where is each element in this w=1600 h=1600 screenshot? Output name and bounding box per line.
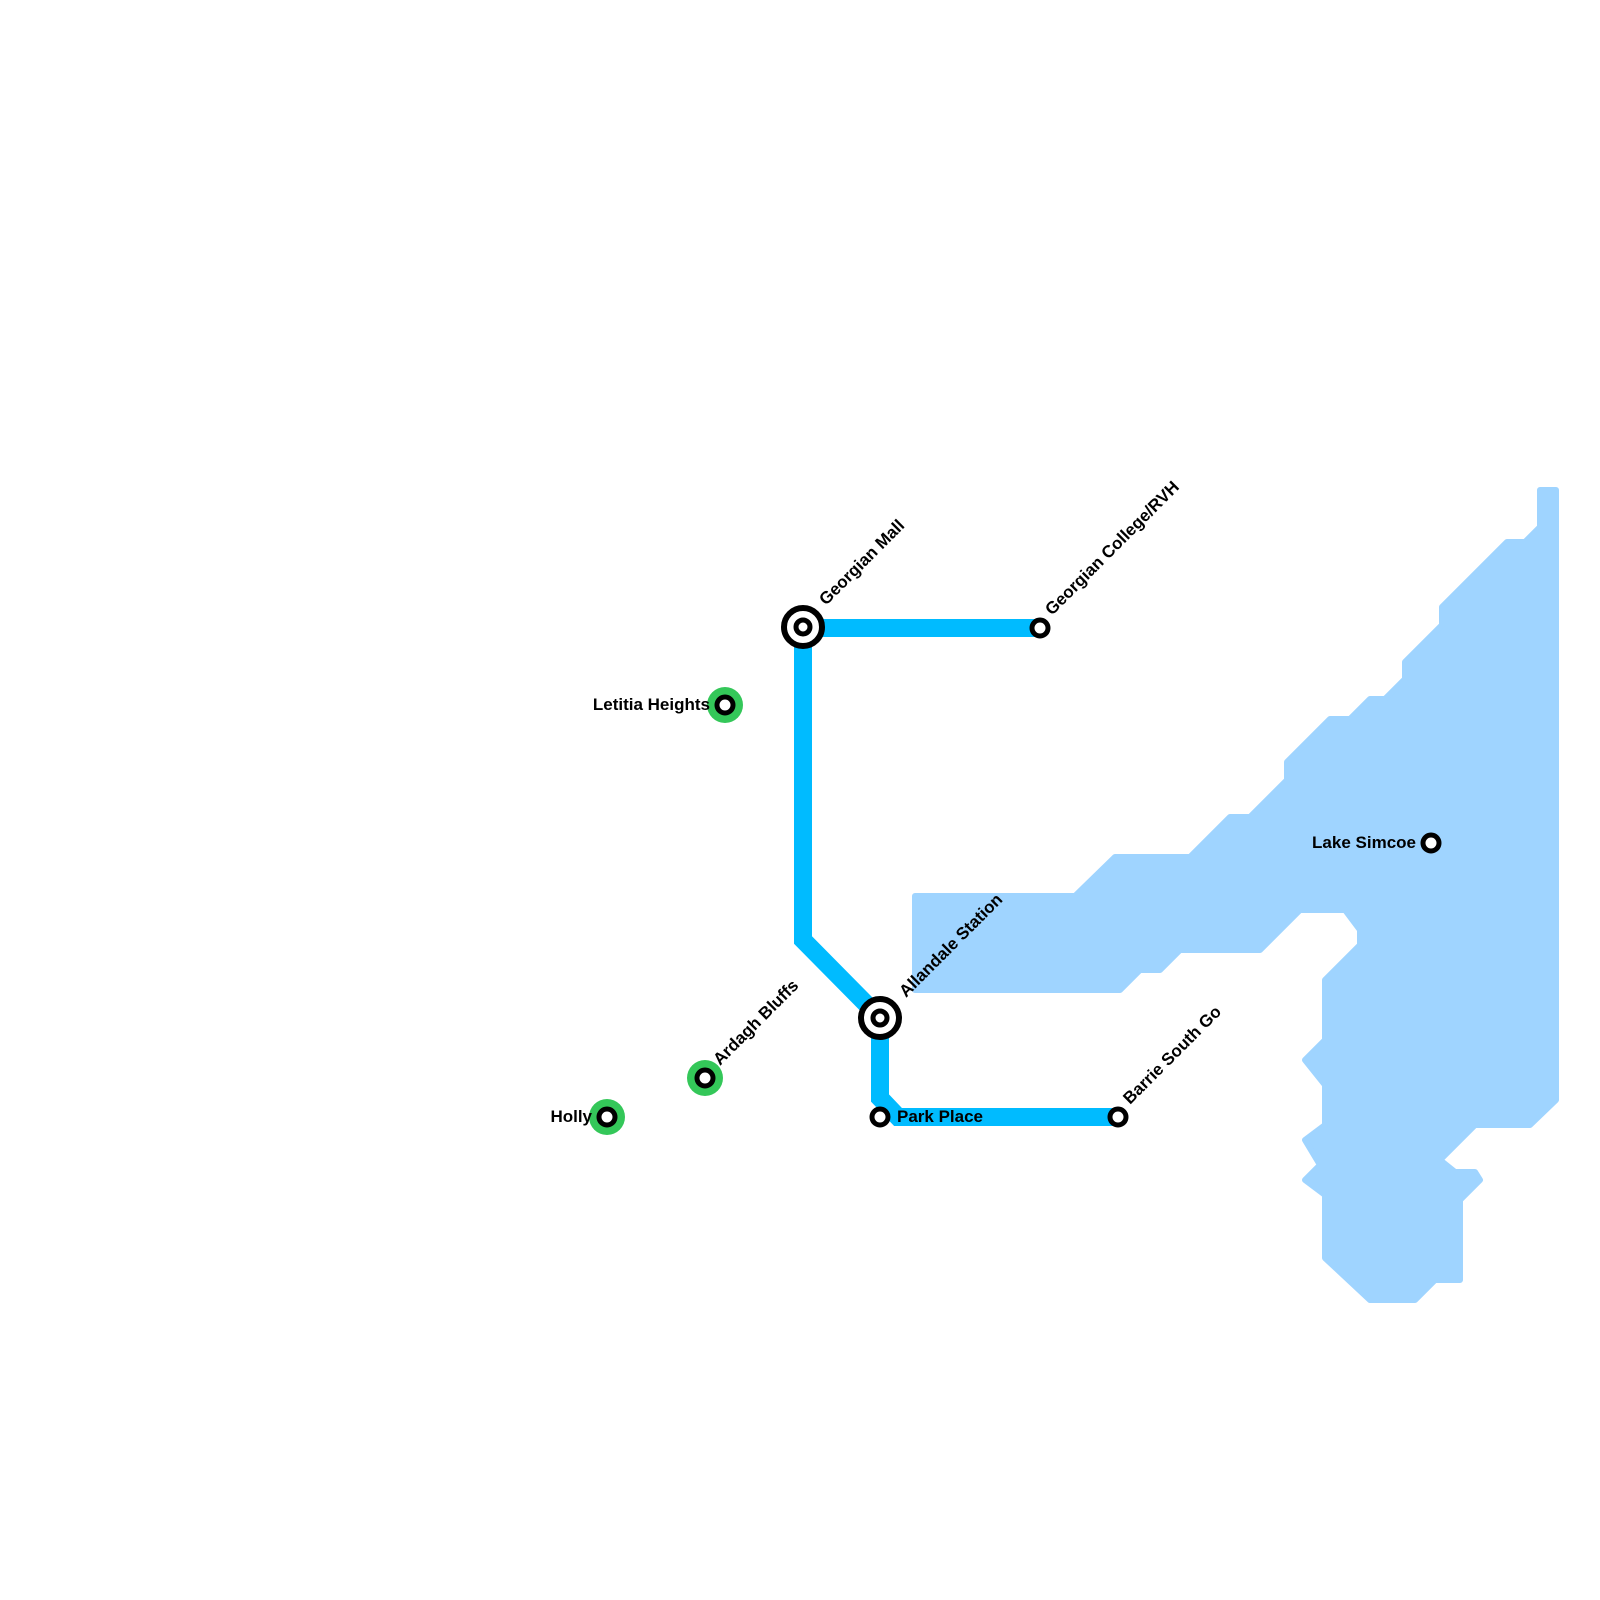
lake-simcoe-water — [912, 487, 1559, 1303]
station-barrie-south-go[interactable]: Barrie South Go — [1107, 1002, 1225, 1128]
station-label: Letitia Heights — [593, 695, 710, 714]
station-label: Lake Simcoe — [1312, 833, 1416, 852]
station-ardagh-bluffs[interactable]: Ardagh Bluffs — [687, 976, 802, 1096]
transit-line — [794, 619, 1118, 1126]
station-label: Park Place — [897, 1107, 983, 1126]
station-label: Holly — [550, 1107, 592, 1126]
station-label: Barrie South Go — [1119, 1002, 1225, 1108]
station-label: Georgian Mall — [815, 516, 908, 609]
station-label: Ardagh Bluffs — [709, 976, 802, 1069]
station-letitia-heights[interactable]: Letitia Heights — [593, 687, 743, 723]
station-park-place[interactable]: Park Place — [869, 1106, 983, 1128]
station-label: Georgian College/RVH — [1041, 477, 1182, 618]
station-georgian-college[interactable]: Georgian College/RVH — [1029, 477, 1183, 639]
station-holly[interactable]: Holly — [550, 1099, 625, 1135]
station-lake-simcoe[interactable]: Lake Simcoe — [1312, 832, 1442, 854]
